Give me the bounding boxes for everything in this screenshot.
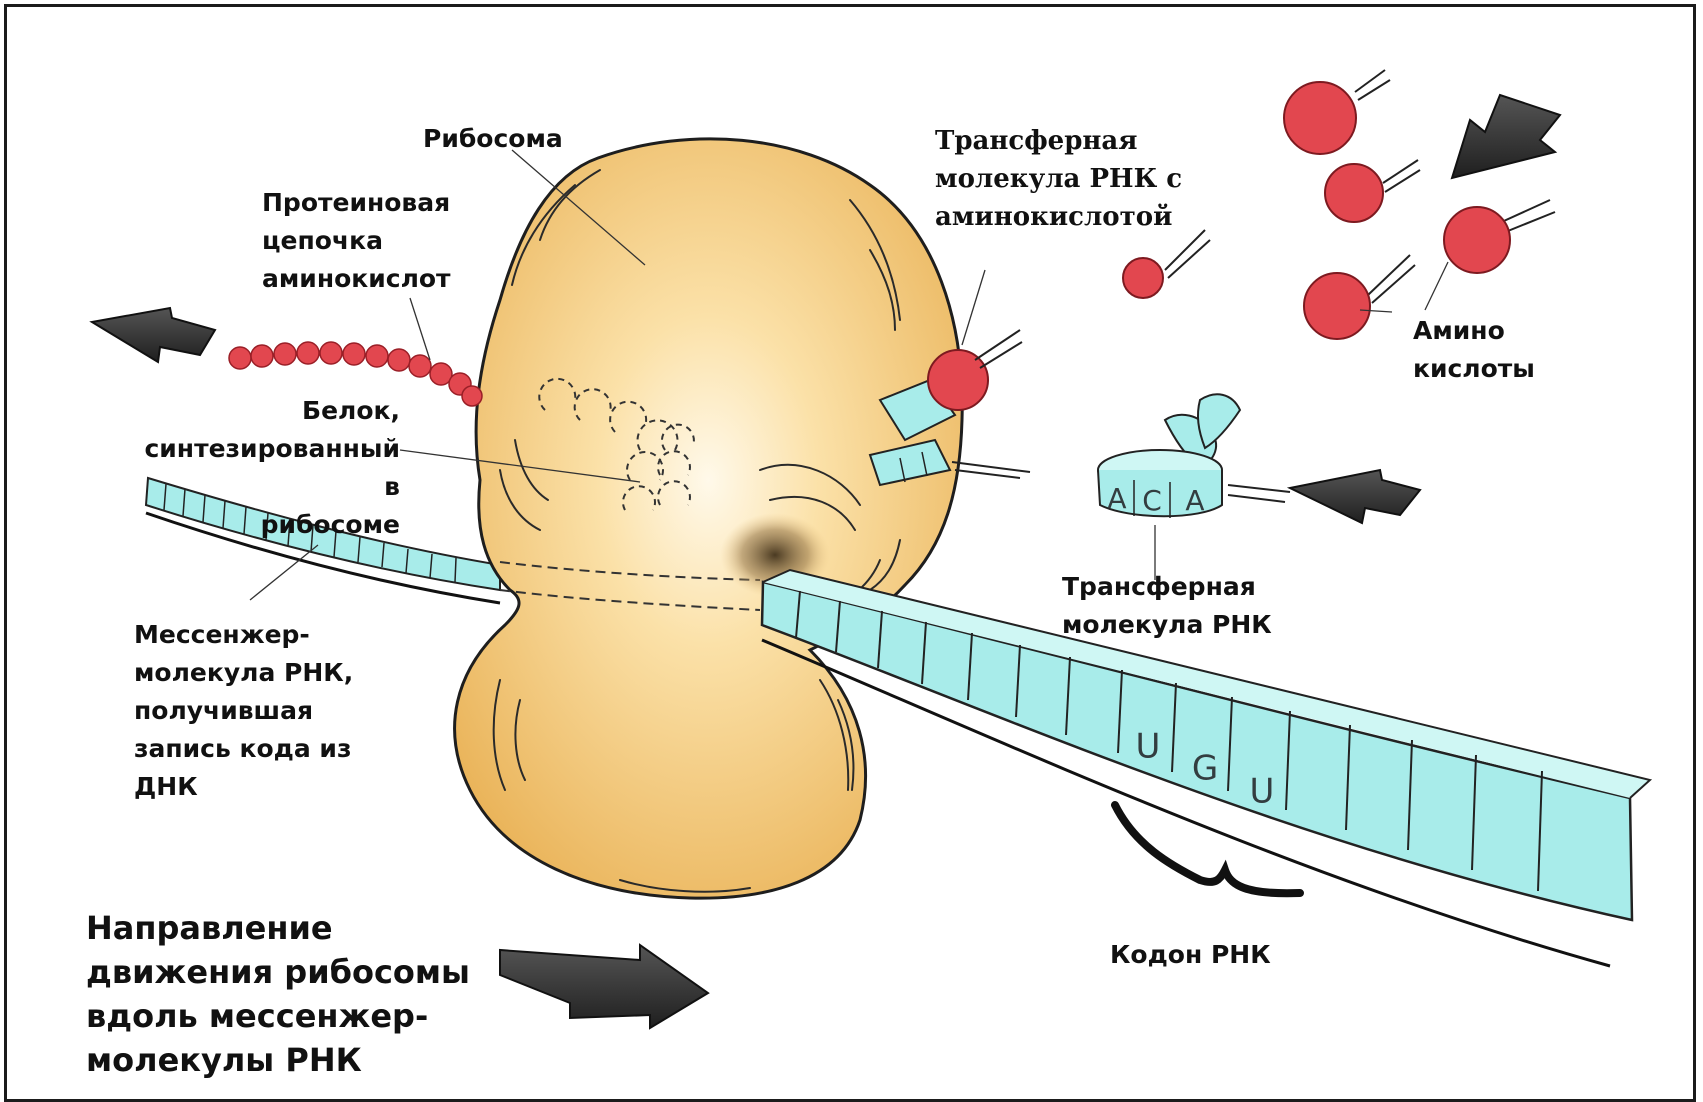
- arrow-ribosome-direction: [500, 945, 708, 1028]
- arrow-amino-acids-in: [1452, 95, 1560, 178]
- codon-letter-1: U: [1136, 727, 1161, 767]
- label-trna-with-amino-acid: Трансферная молекула РНК с аминокислотой: [935, 122, 1182, 236]
- label-ribosome: Рибосома: [423, 120, 563, 158]
- anticodon-letter-1: A: [1107, 482, 1126, 515]
- ribosome: [455, 139, 963, 898]
- label-ribosome-direction: Направление движения рибосомы вдоль месс…: [86, 906, 470, 1082]
- arrow-trna-in: [1290, 470, 1420, 523]
- codon-letter-2: G: [1192, 749, 1218, 789]
- label-protein-chain: Протеиновая цепочка аминокислот: [262, 184, 451, 298]
- label-codon: Кодон РНК: [1110, 936, 1271, 974]
- label-mrna: Мессенжер- молекула РНК, получившая запи…: [134, 616, 353, 806]
- arrow-protein-exit: [92, 308, 215, 362]
- codon-letter-3: U: [1250, 772, 1275, 812]
- label-trna: Трансферная молекула РНК: [1062, 568, 1272, 644]
- amino-acids: [1123, 70, 1555, 339]
- label-amino-acids: Амино кислоты: [1413, 312, 1535, 388]
- trna-free: A C A: [1098, 394, 1290, 518]
- anticodon-letter-3: A: [1185, 484, 1204, 517]
- anticodon-letter-2: C: [1142, 484, 1162, 517]
- label-protein-made: Белок, синтезированный в рибосоме: [120, 392, 400, 544]
